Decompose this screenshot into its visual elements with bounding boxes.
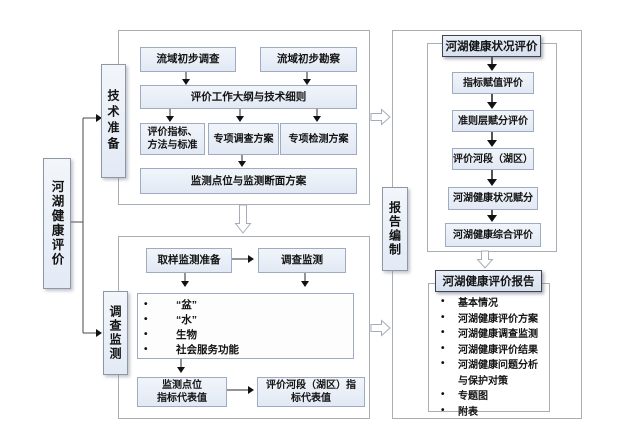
report-item-problems: 河湖健康问题分析	[458, 360, 538, 372]
box-monitor-section-plan-label: 监测点位与监测断面方案	[190, 174, 307, 187]
report-title: 河湖健康评价报告	[442, 276, 535, 288]
box-special-survey-plan: 专项调查方案	[208, 123, 279, 155]
box-reach-values-line1: 评价河段（湖区）指	[266, 380, 356, 391]
bullet-icon: •	[441, 296, 445, 308]
report-title-box: 河湖健康评价报告	[435, 270, 542, 292]
box-eval-indicators-line1: 评价指标、	[147, 127, 198, 138]
box-basin-survey: 流域初步调查	[140, 47, 236, 72]
list-item: • 生物	[138, 327, 353, 342]
left-bracket-lines	[67, 117, 96, 334]
box-eval-step-3: 评价河段（湖区）	[452, 148, 534, 170]
bullet-icon: •	[144, 314, 148, 325]
eval-step-5-label: 河湖健康综合评价	[453, 229, 533, 241]
box-reach-values-line2: 标代表值	[291, 393, 331, 404]
bullet-icon: •	[144, 344, 148, 355]
box-basin-recon-label: 流域初步勘察	[277, 53, 340, 65]
box-eval-indicators-line2: 方法与标准	[147, 140, 198, 151]
bullet-icon: •	[144, 299, 148, 310]
report-item-tables: 附表	[458, 406, 478, 418]
eval-step-1-label: 指标赋值评价	[463, 77, 523, 89]
tech-side-label: 技术准备	[106, 89, 120, 153]
box-work-outline: 评价工作大纲与技术细则	[140, 85, 357, 109]
box-sampling-prep-label: 取样监测准备	[157, 254, 221, 266]
report-item-problems-cont: 与保护对策	[458, 375, 508, 387]
report-item-monitoring: 河湖健康调查监测	[458, 329, 538, 341]
list-item: • 社会服务功能	[138, 342, 353, 357]
tech-side-label-box: 技术准备	[101, 64, 126, 178]
list-item: • 专题图	[428, 387, 548, 403]
report-item-plan: 河湖健康评价方案	[458, 313, 538, 325]
eval-step-4-label: 河湖健康状况赋分	[453, 193, 533, 204]
survey-items-box: • “盆” • “水” • 生物 • 社会服务功能	[137, 293, 354, 359]
survey-bullet-basin: “盆”	[176, 299, 197, 311]
box-sampling-prep: 取样监测准备	[146, 248, 232, 273]
box-eval-step-1: 指标赋值评价	[452, 72, 534, 94]
list-item: • “水”	[138, 312, 353, 327]
survey-side-label-box: 调查监测	[103, 291, 128, 375]
box-basin-recon: 流域初步勘察	[260, 47, 357, 72]
main-label: 河湖健康评价	[49, 180, 64, 267]
box-monitor-point-values: 监测点位 指标代表值	[137, 377, 227, 407]
list-item: •与保护对策	[428, 372, 548, 388]
report-item-results: 河湖健康评价结果	[458, 344, 538, 356]
list-item: • 基本情况	[428, 294, 548, 310]
list-item: • “盆”	[138, 297, 353, 312]
box-monitor-point-values-line1: 监测点位	[162, 380, 202, 391]
bullet-icon: •	[441, 311, 445, 323]
eval-title-box: 河湖健康状况评价	[442, 35, 541, 57]
survey-bullet-social: 社会服务功能	[176, 344, 239, 356]
box-reach-values: 评价河段（湖区）指 标代表值	[257, 377, 365, 407]
box-basin-survey-label: 流域初步调查	[156, 53, 220, 65]
list-item: • 附表	[428, 403, 548, 419]
box-eval-step-5: 河湖健康综合评价	[445, 223, 541, 247]
box-monitor-section-plan: 监测点位与监测断面方案	[140, 168, 357, 194]
bullet-icon: •	[441, 358, 445, 370]
eval-step-3-label: 评价河段（湖区）	[453, 153, 533, 165]
report-item-maps: 专题图	[458, 391, 488, 403]
bullet-icon: •	[441, 389, 445, 401]
box-work-outline-label: 评价工作大纲与技术细则	[190, 90, 307, 103]
main-label-box: 河湖健康评价	[43, 158, 71, 289]
box-eval-step-4: 河湖健康状况赋分	[448, 187, 538, 210]
list-item: • 河湖健康评价结果	[428, 341, 548, 357]
list-item: • 河湖健康问题分析	[428, 356, 548, 372]
box-monitor-point-values-line2: 指标代表值	[157, 393, 207, 404]
report-side-label: 报告编制	[387, 201, 402, 257]
box-special-test-plan: 专项检测方案	[280, 123, 357, 155]
box-eval-step-2: 准则层赋分评价	[452, 110, 534, 132]
box-eval-indicators: 评价指标、 方法与标准	[140, 123, 205, 155]
box-field-survey: 调查监测	[258, 248, 346, 273]
bullet-icon: •	[144, 329, 148, 340]
eval-title: 河湖健康状况评价	[445, 41, 538, 53]
box-special-survey-plan-label: 专项调查方案	[213, 133, 274, 145]
box-special-test-plan-label: 专项检测方案	[288, 133, 349, 145]
eval-step-2-label: 准则层赋分评价	[458, 115, 528, 127]
bullet-icon: •	[441, 327, 445, 339]
survey-side-label: 调查监测	[108, 305, 122, 361]
list-item: • 河湖健康评价方案	[428, 310, 548, 326]
bullet-icon: •	[441, 404, 445, 416]
report-item-basic: 基本情况	[458, 298, 498, 310]
survey-bullet-biology: 生物	[176, 329, 197, 341]
box-field-survey-label: 调查监测	[281, 254, 323, 266]
survey-bullet-water: “水”	[176, 314, 197, 326]
list-item: • 河湖健康调查监测	[428, 325, 548, 341]
report-side-label-box: 报告编制	[382, 187, 408, 271]
report-items-list: • 基本情况 • 河湖健康评价方案 • 河湖健康调查监测 • 河湖健康评价结果 • 河湖健…	[428, 294, 548, 418]
bullet-icon: •	[441, 342, 445, 354]
